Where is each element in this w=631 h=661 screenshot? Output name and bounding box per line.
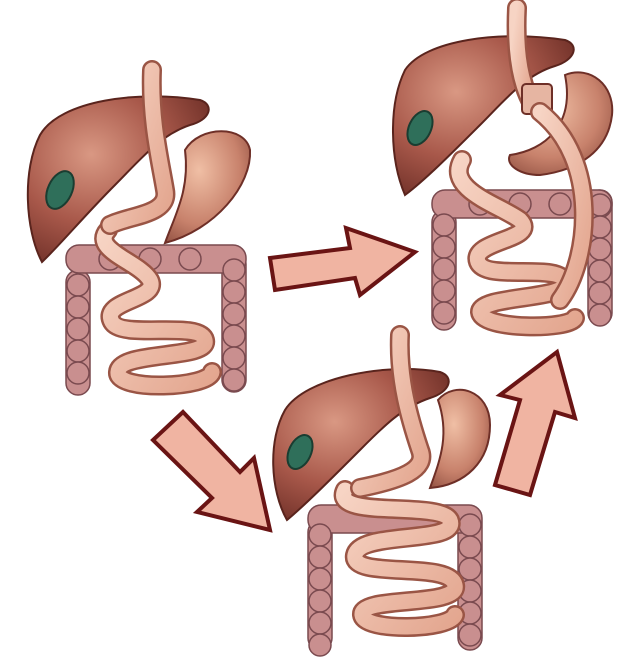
stomach xyxy=(165,131,250,243)
arrow-up-right xyxy=(495,352,575,495)
small-intestine xyxy=(344,490,456,627)
arrow-right xyxy=(270,228,415,295)
panel-intermediate-anatomy xyxy=(273,335,490,656)
stomach xyxy=(430,390,490,488)
panel-original-anatomy xyxy=(28,70,250,395)
arrow-down-right xyxy=(153,412,270,530)
panel-gastric-bypass-result xyxy=(393,8,612,330)
